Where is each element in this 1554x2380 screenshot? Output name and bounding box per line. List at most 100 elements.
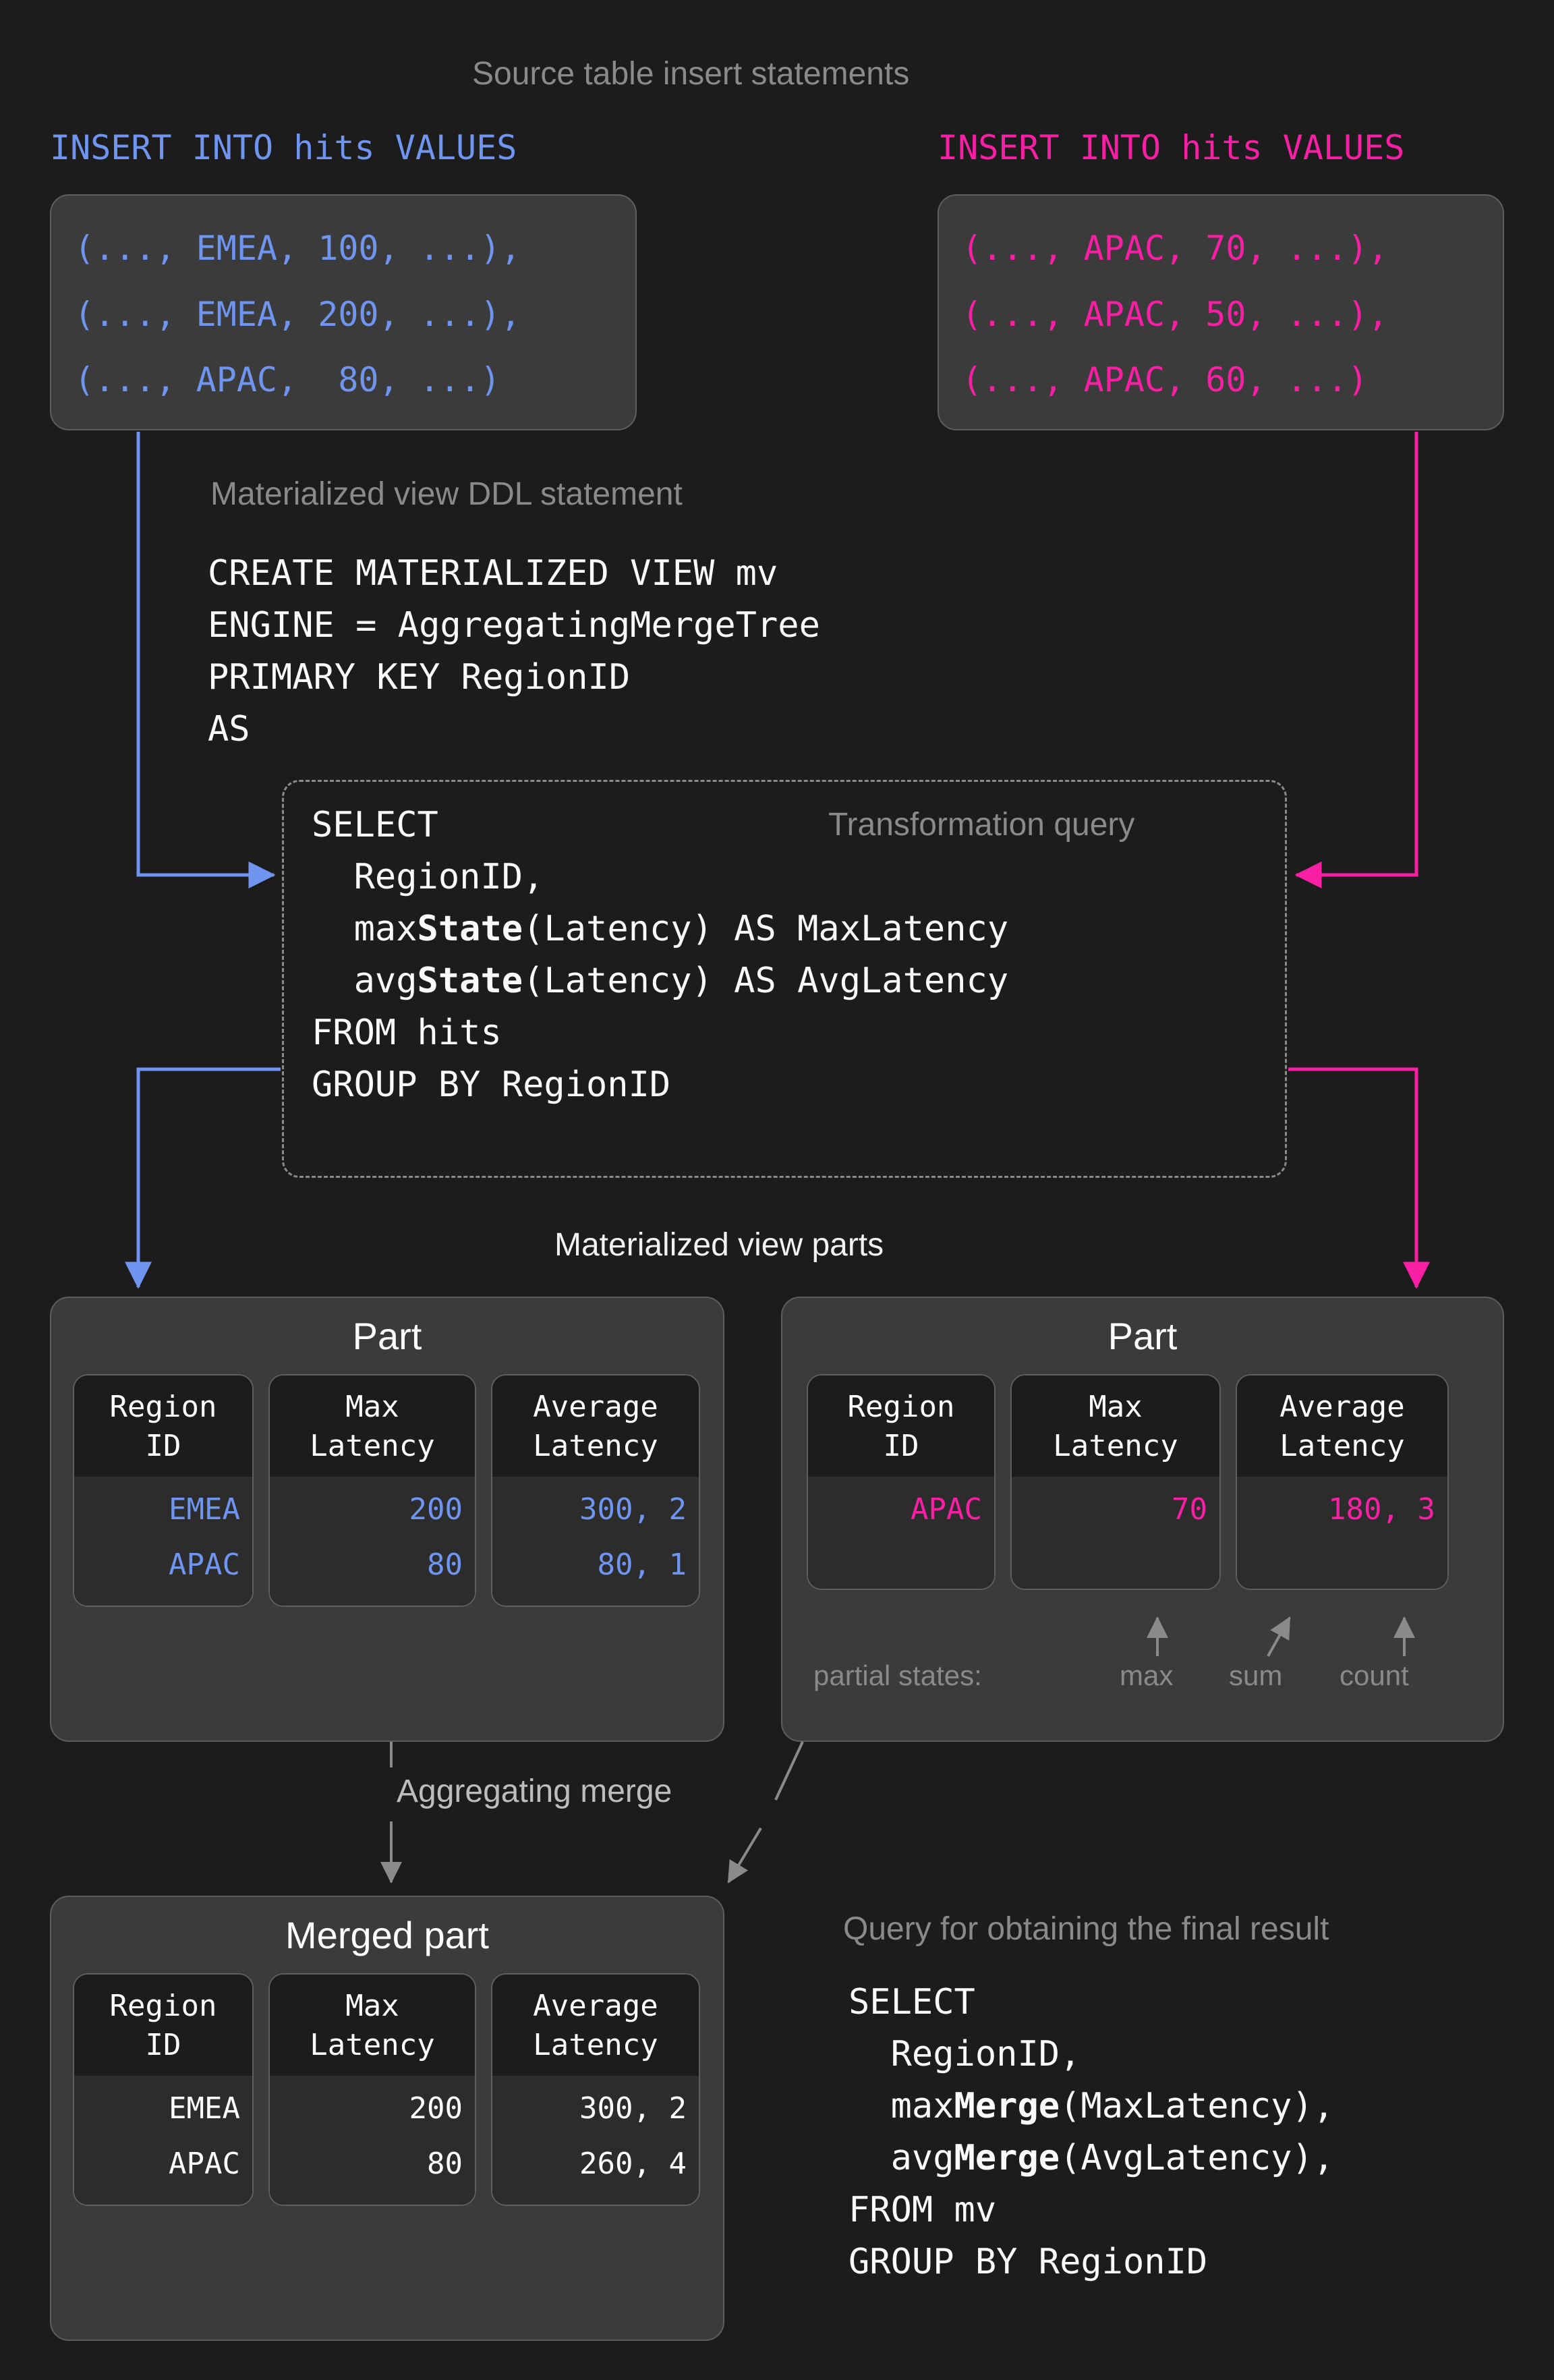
left-insert-row-3: (..., APAC, 80, ...) — [74, 360, 501, 399]
tq-line-3-bold: State — [417, 908, 523, 949]
fq-line-2: RegionID, — [848, 2033, 1081, 2074]
aggregating-merge-label: Aggregating merge — [397, 1774, 672, 1809]
table-cell: 200 — [409, 2091, 463, 2126]
table-cell: APAC — [169, 1547, 240, 1582]
partial-states-label: partial states: — [813, 1660, 982, 1691]
col-head-max-latency-l2: Latency — [1053, 1429, 1178, 1464]
tq-line-3: maxState(Latency) AS MaxLatency — [312, 903, 1009, 955]
right-insert-row-3: (..., APAC, 60, ...) — [962, 360, 1369, 399]
left-insert-header: INSERT INTO hits VALUES — [50, 128, 517, 167]
tq-line-4-bold: State — [417, 960, 523, 1001]
right-part-region-id-body: APAC — [808, 1477, 994, 1589]
partial-state-sum: sum — [1229, 1660, 1283, 1691]
left-insert-row-1: (..., EMEA, 100, ...), — [74, 229, 521, 268]
col-head-max-latency-l1: Max — [345, 1989, 399, 2023]
ddl-line-1: CREATE MATERIALIZED VIEW mv — [208, 553, 778, 594]
table-cell: 300, 2 — [579, 1492, 687, 1527]
tq-line-1: SELECT — [312, 805, 438, 845]
right-insert-box: (..., APAC, 70, ...), (..., APAC, 50, ..… — [938, 194, 1504, 430]
col-head-max-latency-l2: Latency — [310, 1429, 435, 1464]
left-part-average-latency-body: 300, 2 80, 1 — [492, 1477, 699, 1606]
table-cell: 70 — [1172, 1492, 1207, 1527]
table-cell: EMEA — [169, 1492, 240, 1527]
partial-state-count: count — [1340, 1660, 1409, 1691]
fq-line-3-post: (MaxLatency), — [1060, 2085, 1335, 2126]
arrow-query-to-left-part — [125, 1067, 281, 1289]
table-cell: APAC — [911, 1492, 982, 1527]
col-head-average-latency-l1: Average — [1279, 1390, 1405, 1424]
fq-line-1: SELECT — [848, 1982, 975, 2022]
right-part-max-latency-body: 70 — [1012, 1477, 1219, 1589]
col-head-region-id-l1: Region — [847, 1390, 955, 1424]
tq-line-3-post: (Latency) AS MaxLatency — [523, 908, 1009, 949]
right-insert-row-1: (..., APAC, 70, ...), — [962, 229, 1389, 268]
table-cell: 80, 1 — [597, 1547, 687, 1582]
col-head-region-id-l2: ID — [145, 2028, 181, 2063]
transformation-query-box — [282, 780, 1287, 1178]
arrow-query-to-right-part — [1288, 1067, 1430, 1289]
col-head-average-latency-l2: Latency — [533, 1429, 658, 1464]
left-insert-box: (..., EMEA, 100, ...), (..., EMEA, 200, … — [50, 194, 637, 430]
left-part-max-latency-body: 200 80 — [270, 1477, 475, 1606]
line-right-part-to-merge — [774, 1741, 804, 1801]
col-head-region-id-l2: ID — [883, 1429, 919, 1464]
table-cell: 200 — [409, 1492, 463, 1527]
left-insert-row-2: (..., EMEA, 200, ...), — [74, 294, 521, 334]
col-head-average-latency-l1: Average — [533, 1390, 658, 1424]
merged-part-max-latency-body: 200 80 — [270, 2076, 475, 2205]
mv-ddl-statement: CREATE MATERIALIZED VIEW mv ENGINE = Agg… — [208, 548, 820, 756]
fq-line-4-bold: Merge — [954, 2137, 1060, 2178]
table-cell: 80 — [427, 1547, 463, 1582]
tq-line-2: RegionID, — [312, 856, 544, 897]
fq-line-5: FROM mv — [848, 2189, 997, 2230]
transformation-query-text: SELECT RegionID, maxState(Latency) AS Ma… — [312, 799, 1008, 1111]
col-head-max-latency-l1: Max — [345, 1390, 399, 1424]
source-inserts-title: Source table insert statements — [472, 56, 910, 92]
tq-line-3-pre: max — [312, 908, 418, 949]
right-insert-row-2: (..., APAC, 50, ...), — [962, 294, 1389, 334]
left-part-title: Part — [352, 1315, 422, 1357]
fq-line-3-pre: max — [848, 2085, 954, 2126]
right-part-average-latency-body: 180, 3 — [1237, 1477, 1447, 1589]
table-cell: 260, 4 — [579, 2146, 687, 2181]
final-query-text: SELECT RegionID, maxMerge(MaxLatency), a… — [848, 1977, 1334, 2288]
col-head-region-id-l1: Region — [109, 1390, 217, 1424]
col-head-average-latency-l2: Latency — [1279, 1429, 1405, 1464]
arrow-right-merge-to-merged-part — [727, 1827, 762, 1883]
merged-part-title: Merged part — [285, 1914, 489, 1956]
mv-ddl-title: Materialized view DDL statement — [210, 476, 683, 512]
fq-line-3-bold: Merge — [954, 2085, 1060, 2126]
table-cell: 300, 2 — [579, 2091, 687, 2126]
tq-line-5: FROM hits — [312, 1012, 502, 1053]
transformation-query-title: Transformation query — [828, 807, 1135, 843]
table-cell: 80 — [427, 2146, 463, 2181]
tq-line-4: avgState(Latency) AS AvgLatency — [312, 955, 1009, 1007]
ddl-line-3: PRIMARY KEY RegionID — [208, 656, 631, 698]
col-head-region-id-l1: Region — [109, 1989, 217, 2023]
col-head-region-id-l2: ID — [145, 1429, 181, 1464]
table-cell: APAC — [169, 2146, 240, 2181]
tq-line-4-pre: avg — [312, 960, 418, 1001]
merged-part-region-id-body: EMEA APAC — [74, 2076, 252, 2205]
final-query-title: Query for obtaining the final result — [843, 1911, 1329, 1947]
partial-state-max: max — [1120, 1660, 1174, 1691]
right-insert-header: INSERT INTO hits VALUES — [938, 128, 1405, 167]
fq-line-4: avgMerge(AvgLatency), — [848, 2132, 1334, 2184]
